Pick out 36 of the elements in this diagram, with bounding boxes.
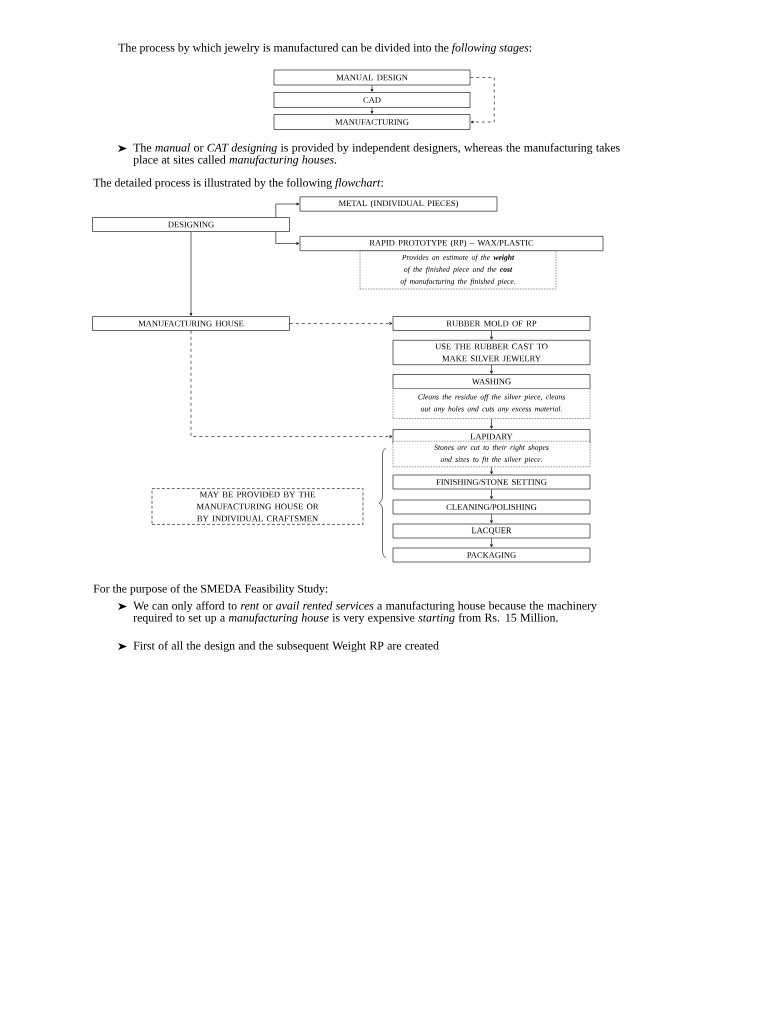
- paragraph: The detailed process is illustrated by the following flowchart:: [93, 178, 383, 190]
- note-box: MAY BE PROVIDED BY THE MANUFACTURING HOUSE OR BY INDIVIDUAL CRAFTSMEN: [151, 488, 364, 525]
- arrow: [370, 85, 374, 92]
- arrow: [370, 107, 374, 114]
- process-box: DESIGNING: [92, 217, 290, 232]
- arrow: [490, 330, 493, 340]
- arrow: [490, 466, 493, 475]
- paragraph: For the purpose of the SMEDA Feasibility Study:: [93, 584, 328, 596]
- paragraph: The manual or CAT designing is provided by independent designers, whereas the manufacturing takes place at sites called manufacturing houses.: [133, 143, 620, 166]
- arrow: [189, 231, 193, 316]
- arrow: [490, 418, 493, 429]
- arrow: [490, 489, 493, 500]
- process-box: LACQUER: [392, 523, 591, 539]
- process-box: FINISHING/STONE SETTING: [392, 474, 591, 490]
- arrow: [289, 322, 393, 325]
- process-box: MANUFACTURING: [273, 114, 471, 130]
- process-box: MANUAL DESIGN: [273, 69, 471, 86]
- arrow: [190, 330, 393, 438]
- paragraph: The process by which jewelry is manufactured can be divided into the following stages:: [118, 43, 532, 55]
- process-box: WASHING: [392, 374, 591, 389]
- arrow: [490, 364, 493, 374]
- arrow: [275, 202, 300, 218]
- paragraph: First of all the design and the subsequent Weight RP are created: [133, 641, 439, 653]
- arrow: [490, 538, 493, 548]
- process-box: RAPID PROTOTYPE (RP) – WAX/PLASTIC: [299, 236, 604, 251]
- arrow: [470, 77, 495, 124]
- process-box: CLEANING/POLISHING: [392, 499, 591, 515]
- arrow: [490, 514, 493, 524]
- paragraph: We can only afford to rent or avail rented services a manufacturing house because the machinery required to set up a manufacturing house is very expensive starting from Rs. 15 Million.: [133, 601, 597, 625]
- process-box: PACKAGING: [392, 547, 591, 563]
- process-box: RUBBER MOLD OF RP: [392, 316, 591, 331]
- process-box: CAD: [273, 92, 471, 108]
- process-box: METAL (INDIVIDUAL PIECES): [299, 196, 498, 212]
- process-box: USE THE RUBBER CAST TO MAKE SILVER JEWELRY: [392, 340, 591, 365]
- process-box: MANUFACTURING HOUSE: [92, 316, 290, 331]
- arrow: [275, 231, 300, 245]
